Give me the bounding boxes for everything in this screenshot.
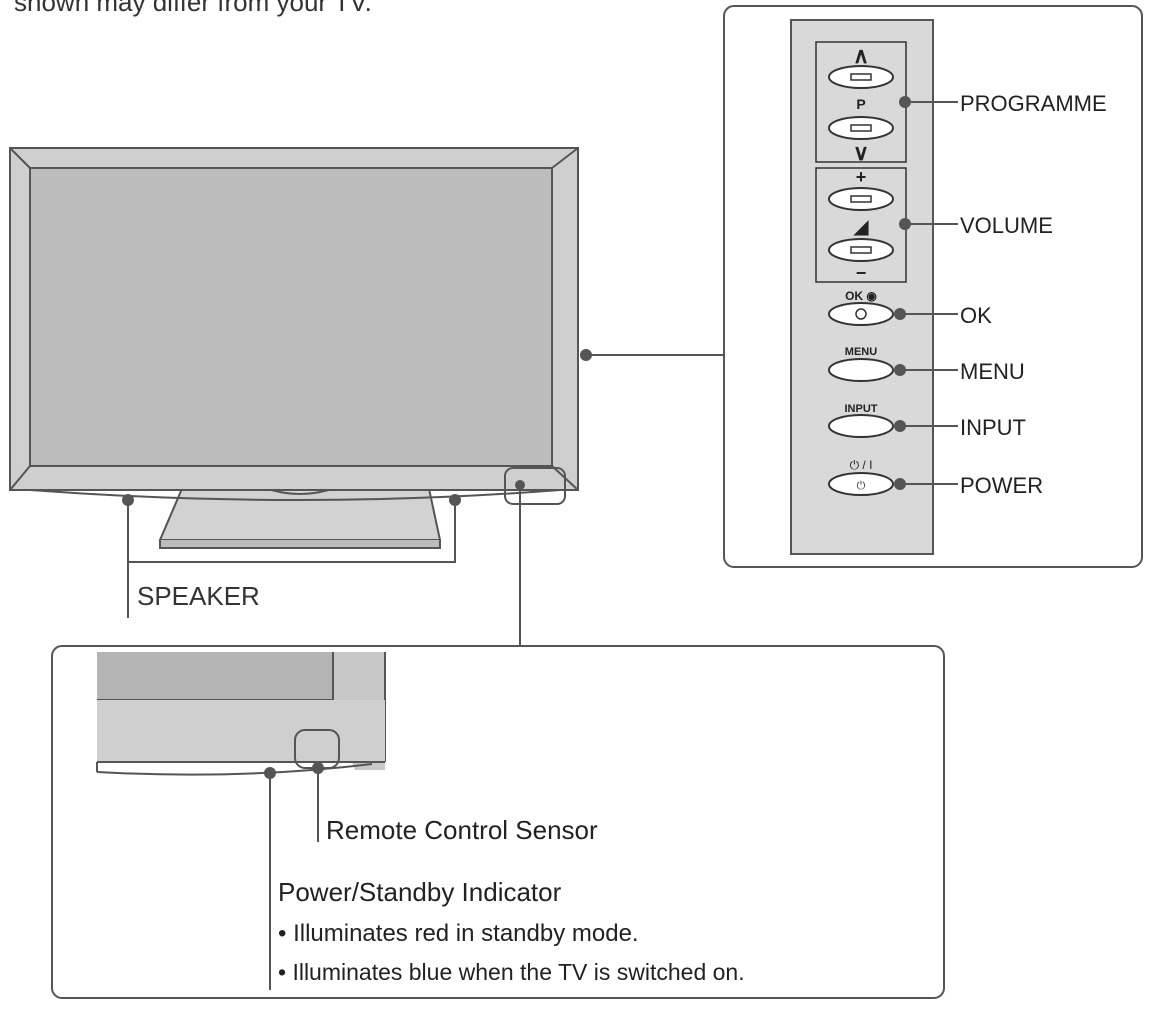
programme-down-button[interactable] bbox=[828, 116, 894, 140]
programme-up-symbol: ∧ bbox=[853, 43, 869, 68]
bezel-corner-tr bbox=[551, 147, 579, 169]
power-button[interactable] bbox=[828, 472, 894, 496]
programme-down-key bbox=[850, 124, 872, 132]
ok-symbol: OK ◉ bbox=[845, 289, 877, 303]
volume-up-button[interactable] bbox=[828, 187, 894, 211]
ok-button[interactable] bbox=[828, 302, 894, 326]
programme-up-button[interactable] bbox=[828, 65, 894, 89]
menu-symbol: MENU bbox=[845, 346, 877, 358]
tv-illustration bbox=[9, 147, 579, 549]
indicator-note-on: • Illuminates blue when the TV is switch… bbox=[278, 959, 745, 985]
speaker-label: SPEAKER bbox=[137, 581, 260, 611]
control-strip bbox=[790, 19, 934, 555]
input-label: INPUT bbox=[960, 415, 1026, 440]
power-label: POWER bbox=[960, 473, 1043, 498]
bezel-corner-bl bbox=[9, 465, 31, 491]
menu-label: MENU bbox=[960, 359, 1025, 384]
power-key-icon: ⏻ bbox=[857, 480, 866, 492]
sensor-highlight-box bbox=[504, 467, 566, 505]
volume-down-key bbox=[850, 246, 872, 254]
volume-plus-symbol: + bbox=[856, 167, 867, 187]
tv-screen bbox=[29, 167, 553, 467]
volume-down-button[interactable] bbox=[828, 238, 894, 262]
tv-corner-closeup bbox=[96, 652, 386, 776]
menu-button[interactable] bbox=[828, 358, 894, 382]
programme-up-key bbox=[850, 73, 872, 81]
speaker-bracket bbox=[127, 500, 456, 563]
tv-stand-base-edge bbox=[159, 540, 441, 549]
power-symbol: ⏻ / I bbox=[850, 458, 873, 472]
sensor-dot bbox=[515, 480, 525, 490]
closeup-speaker-edge bbox=[96, 763, 373, 776]
control-labels: PROGRAMME VOLUME OK MENU INPUT POWER bbox=[894, 91, 1107, 498]
intro-caption: shown may differ from your TV. bbox=[14, 0, 372, 17]
speaker-callout: SPEAKER bbox=[122, 494, 461, 618]
programme-label: PROGRAMME bbox=[960, 91, 1107, 116]
speaker-grille bbox=[29, 489, 561, 501]
input-symbol: INPUT bbox=[845, 403, 878, 415]
input-button[interactable] bbox=[828, 414, 894, 438]
bezel-corner-tl bbox=[9, 147, 31, 169]
ok-key bbox=[855, 308, 867, 320]
volume-symbol: ◢ bbox=[853, 216, 869, 238]
indicator-note-standby: • Illuminates red in standby mode. bbox=[278, 920, 639, 947]
volume-label: VOLUME bbox=[960, 213, 1053, 238]
closeup-bezel-bottom bbox=[97, 700, 385, 762]
remote-sensor-label: Remote Control Sensor bbox=[326, 815, 598, 845]
volume-up-key bbox=[850, 195, 872, 203]
ok-label: OK bbox=[960, 303, 992, 328]
power-indicator-label: Power/Standby Indicator bbox=[278, 877, 562, 907]
programme-down-symbol: ∨ bbox=[853, 140, 869, 165]
programme-symbol: P bbox=[856, 96, 865, 112]
closeup-screen bbox=[97, 652, 333, 700]
volume-minus-symbol: − bbox=[856, 263, 867, 283]
